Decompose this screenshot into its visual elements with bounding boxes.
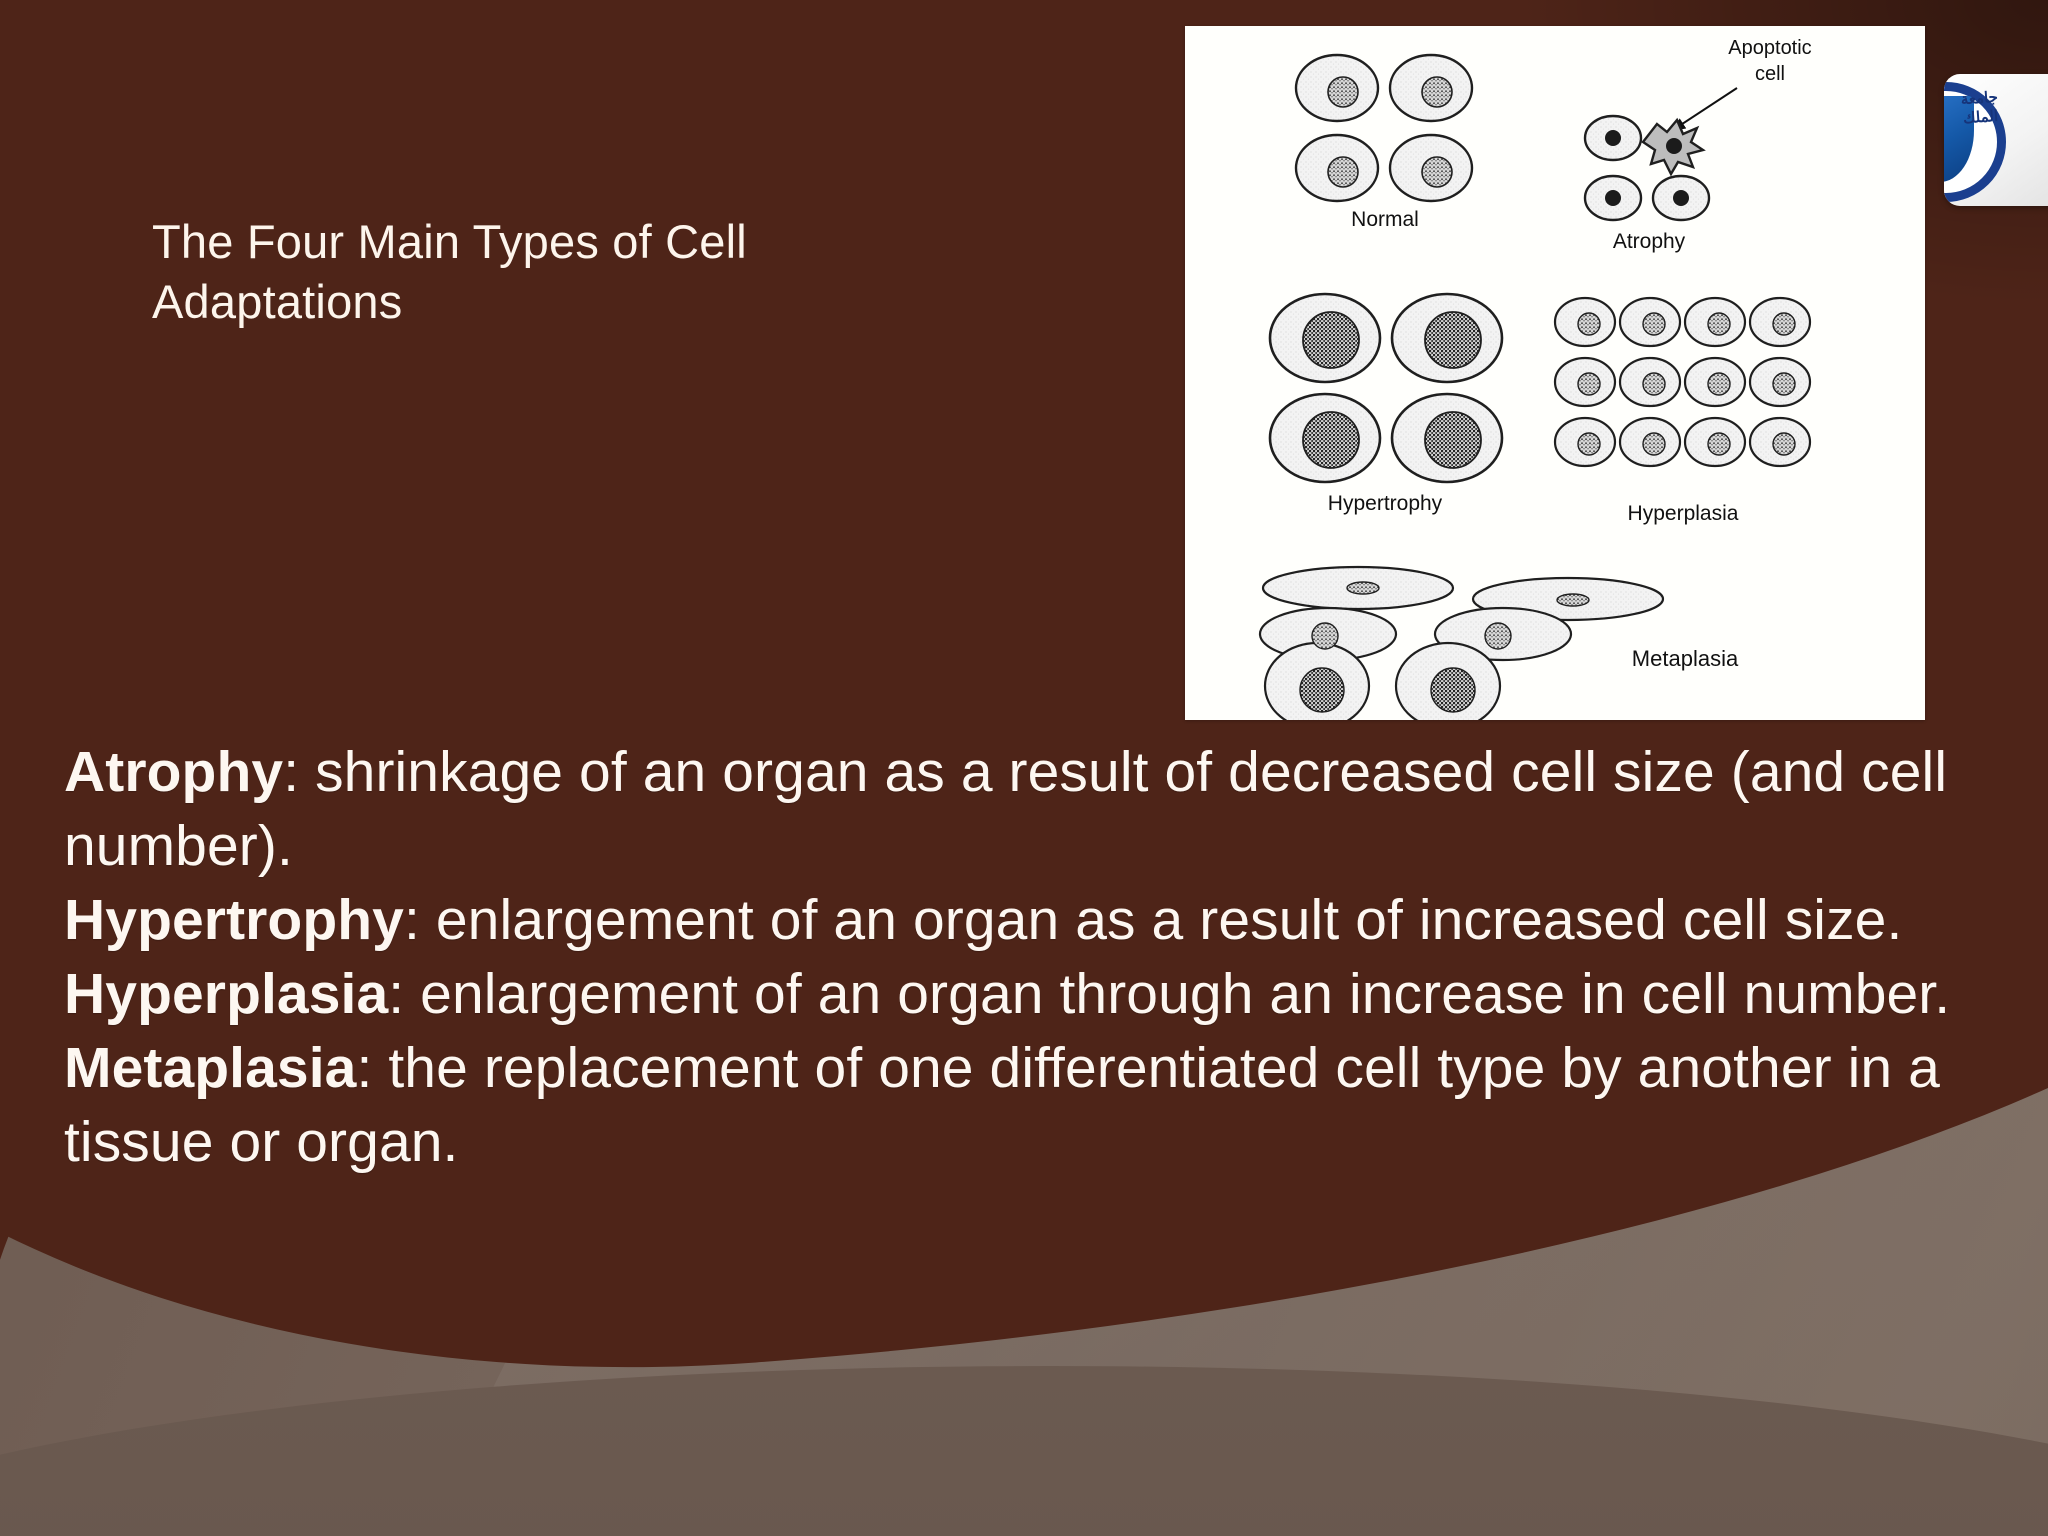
definition-item-0: Atrophy: shrinkage of an organ as a resu…: [64, 735, 1954, 883]
definition-item-2: Hyperplasia: enlargement of an organ thr…: [64, 957, 1954, 1031]
definition-text-3: the replacement of one differentiated ce…: [64, 1036, 1940, 1175]
slide-title: The Four Main Types of Cell Adaptations: [152, 215, 747, 329]
logo-arabic-text: جامعة الملك: [1960, 88, 1999, 127]
figure-label-apoptotic-line2: cell: [1755, 63, 1785, 85]
definition-term-2: Hyperplasia: [64, 962, 389, 1027]
cell-adaptations-figure: Normal Apoptotic cell Atrophy: [1185, 26, 1925, 720]
figure-label-hyperplasia: Hyperplasia: [1628, 502, 1739, 525]
figure-label-hypertrophy: Hypertrophy: [1328, 492, 1443, 515]
figure-label-apoptotic-line1: Apoptotic: [1728, 37, 1811, 59]
figure-label-metaplasia: Metaplasia: [1632, 646, 1739, 671]
figure-label-normal: Normal: [1351, 208, 1419, 231]
definition-separator-0: :: [283, 740, 316, 804]
definition-term-1: Hypertrophy: [64, 888, 404, 953]
definition-separator-2: :: [388, 962, 421, 1027]
definition-term-3: Metaplasia: [64, 1036, 357, 1101]
definition-term-0: Atrophy: [64, 740, 284, 804]
definition-item-3: Metaplasia: the replacement of one diffe…: [64, 1031, 1954, 1179]
definition-text-0: shrinkage of an organ as a result of dec…: [64, 740, 1948, 879]
definition-text-1: enlargement of an organ as a result of i…: [435, 888, 1903, 953]
definition-separator-3: :: [356, 1036, 389, 1101]
definition-item-1: Hypertrophy: enlargement of an organ as …: [64, 883, 1954, 957]
definition-separator-1: :: [403, 888, 436, 953]
figure-label-atrophy: Atrophy: [1613, 230, 1686, 253]
university-logo: جامعة الملك: [1944, 74, 2048, 206]
definition-text-2: enlargement of an organ through an incre…: [420, 962, 1951, 1027]
definition-list: Atrophy: shrinkage of an organ as a resu…: [64, 735, 1954, 1180]
